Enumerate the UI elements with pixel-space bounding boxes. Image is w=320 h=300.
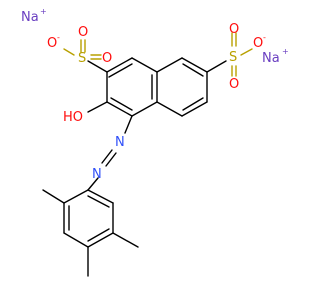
sodium-label: Na [21, 10, 39, 25]
bond [63, 232, 89, 248]
sulfur-label: S [229, 50, 237, 65]
bond [112, 232, 139, 248]
bond [42, 189, 65, 204]
molecule-canvas: Na + O - S O O S O O O - Na + HO N N [21, 7, 289, 277]
nitrogen-label: N [92, 167, 102, 182]
bond [240, 48, 253, 56]
positive-charge: + [282, 47, 289, 56]
sodium-label: Na [262, 51, 280, 66]
bond [124, 115, 133, 134]
atom-labels: Na + O - S O O S O O O - Na + HO N N [21, 7, 289, 182]
bond [131, 57, 158, 73]
negative-charge: - [263, 33, 266, 42]
oxygen-label: O [253, 36, 263, 51]
sulfur-label: S [78, 51, 86, 66]
structure-drawing: Na + O - S O O S O O O - Na + HO N N [21, 7, 289, 277]
bonds [42, 57, 227, 277]
bond [101, 149, 113, 164]
bond [156, 57, 183, 73]
bond [106, 101, 133, 117]
bond [87, 195, 110, 208]
bond [63, 189, 89, 204]
bond [87, 101, 108, 113]
bond [181, 57, 208, 73]
bond [106, 57, 133, 73]
bond [87, 177, 99, 191]
bond [156, 101, 183, 117]
oxygen-label: O [229, 77, 239, 92]
bond [108, 63, 133, 78]
bond [110, 97, 133, 111]
bond [206, 60, 227, 73]
bond [182, 97, 204, 111]
bond [181, 101, 208, 117]
bond [63, 48, 75, 56]
negative-charge: - [57, 33, 60, 42]
bond [87, 232, 114, 248]
positive-charge: + [40, 7, 47, 16]
bond [87, 228, 110, 242]
bond [105, 152, 117, 167]
bond [87, 60, 108, 73]
sulfonate-bonds [63, 32, 253, 77]
bond [87, 189, 114, 204]
oxygen-label: O [102, 51, 112, 66]
oxygen-label: O [78, 25, 88, 40]
bond [182, 63, 204, 77]
nitrogen-label: N [115, 135, 125, 150]
oxygen-label: O [229, 22, 239, 37]
oxygen-label: O [47, 36, 57, 51]
bond [131, 101, 158, 117]
hydroxyl-label: HO [63, 110, 83, 125]
